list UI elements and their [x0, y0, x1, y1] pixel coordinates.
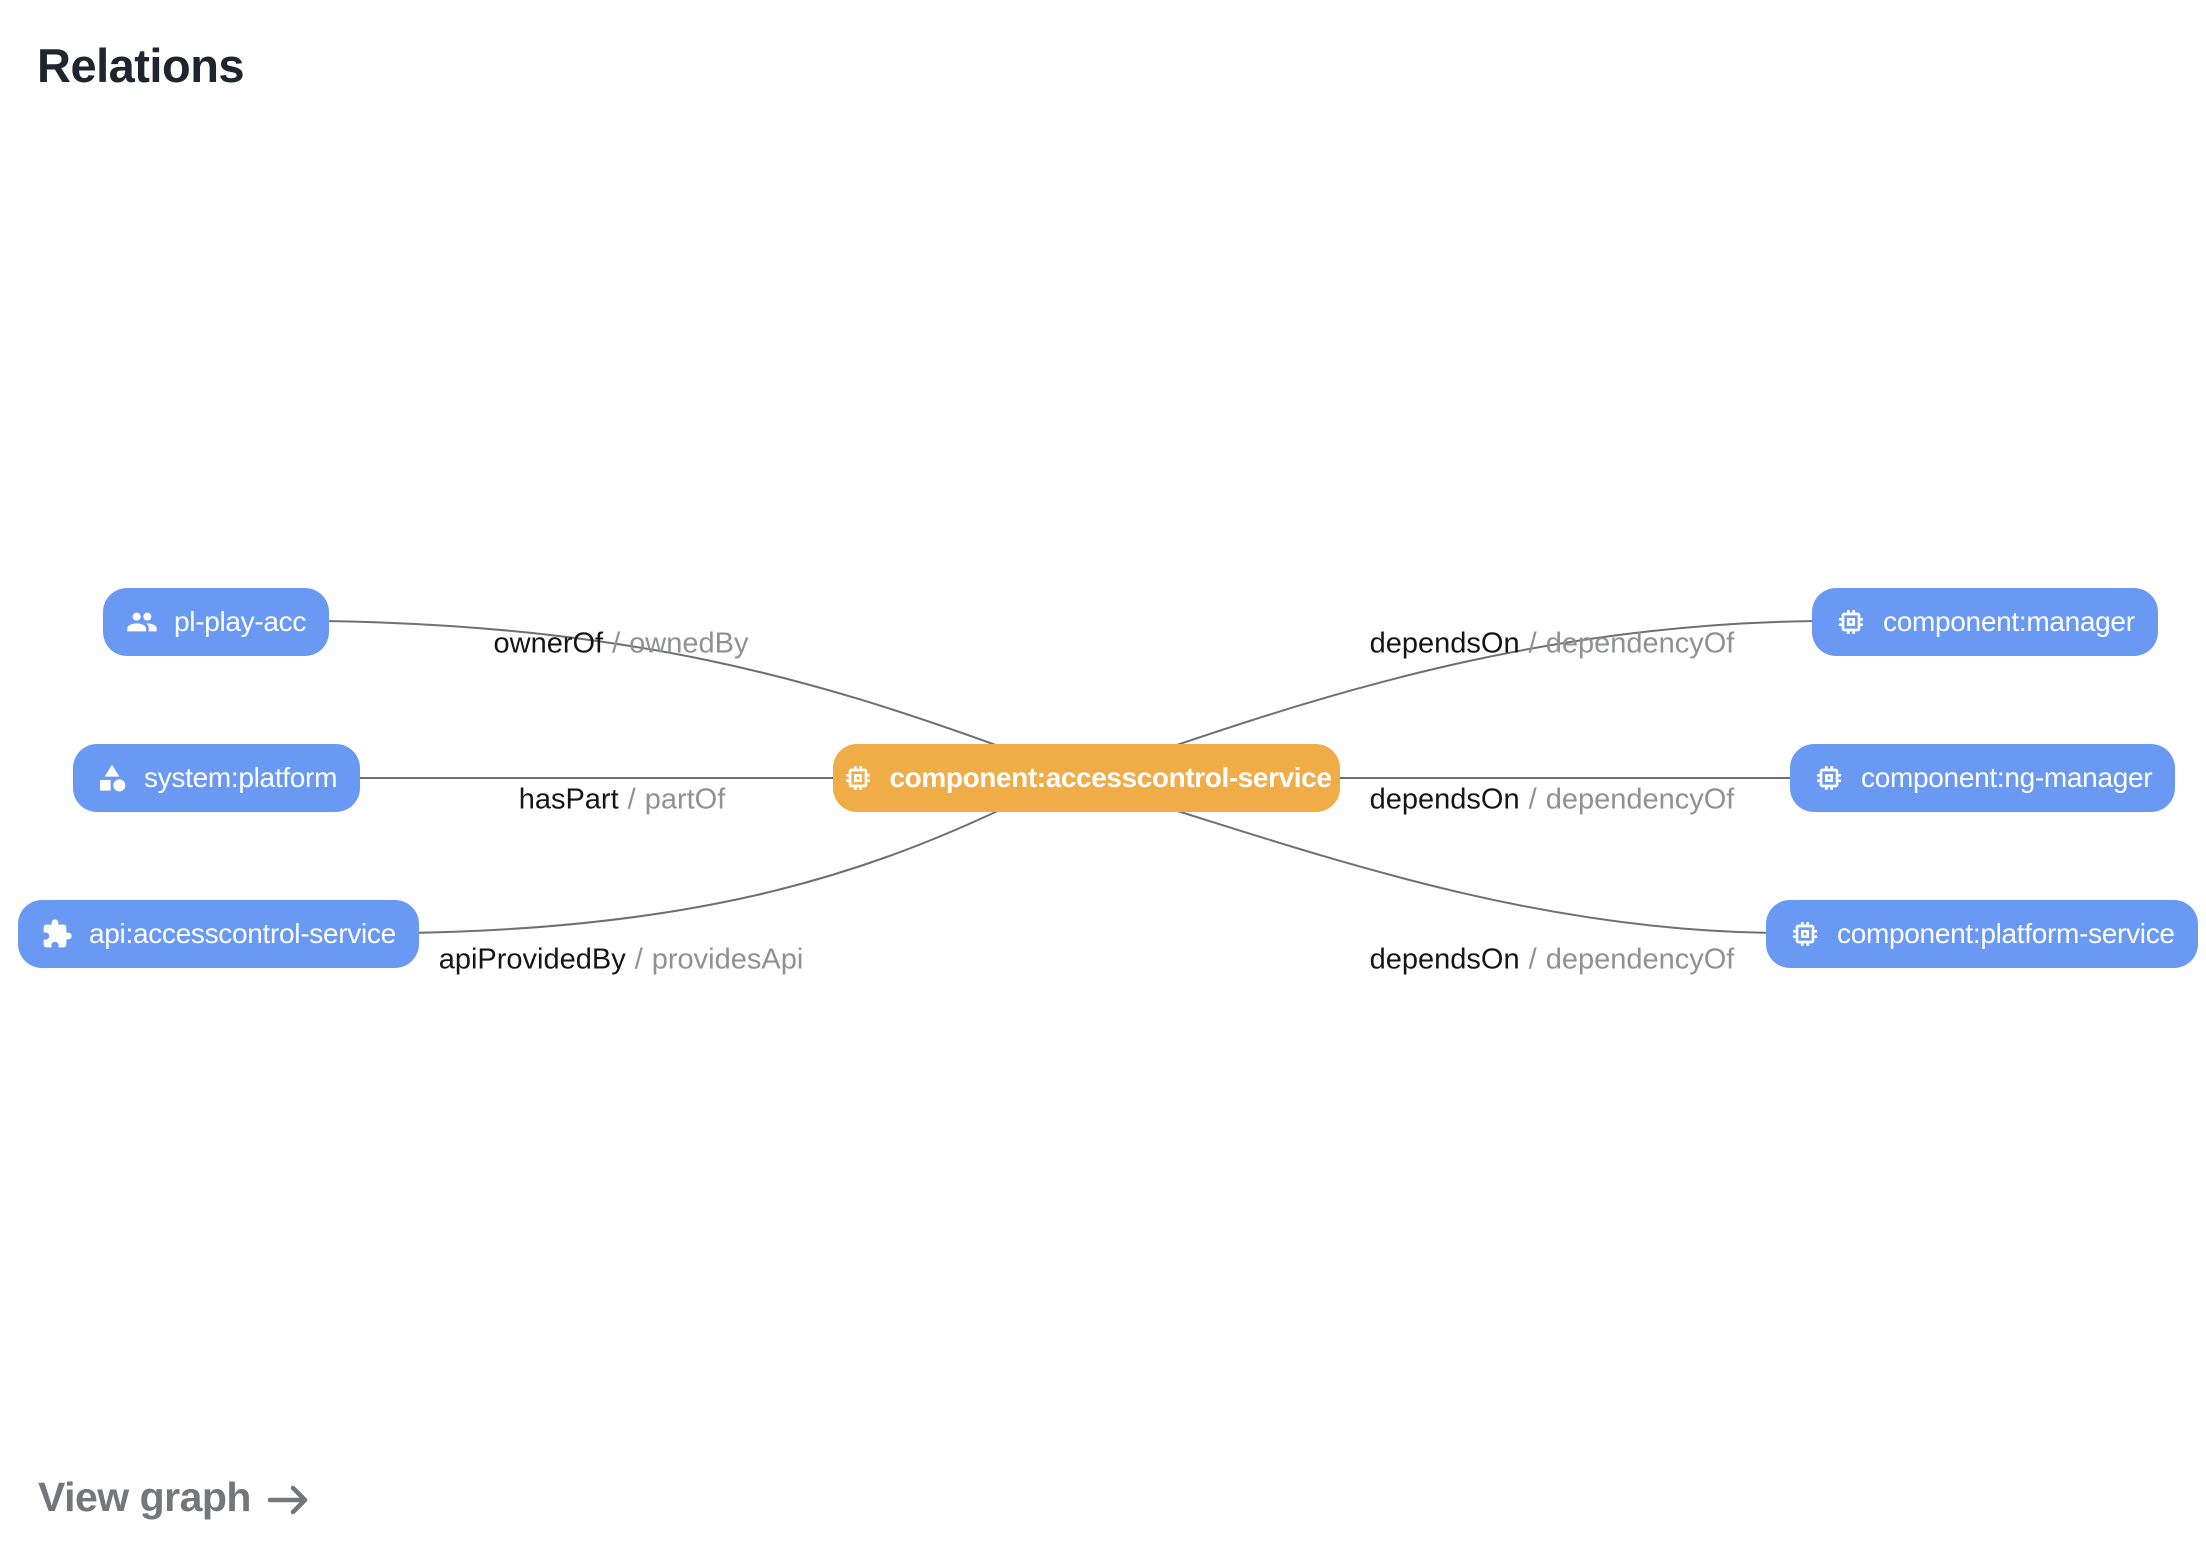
relation-label-separator: / — [634, 943, 643, 976]
relation-label: ownerOf/ownedBy — [494, 628, 749, 661]
relation-label: dependsOn/dependencyOf — [1370, 628, 1735, 661]
relation-edge — [325, 620, 1005, 749]
card-title: Relations — [37, 39, 245, 92]
relation-label-reverse: ownedBy — [629, 627, 749, 660]
chip-icon — [842, 762, 874, 794]
relation-edge — [403, 807, 1005, 934]
view-graph-link[interactable]: View graph — [38, 1474, 311, 1521]
relation-label: apiProvidedBy/providesApi — [439, 944, 804, 977]
relation-label-separator: / — [1528, 627, 1537, 660]
arrow-right-icon — [267, 1483, 311, 1517]
relation-edge — [1167, 620, 1817, 749]
chip-icon — [1789, 918, 1821, 950]
entity-node-component-manager[interactable]: component:manager — [1812, 588, 2158, 656]
relation-label-reverse: dependencyOf — [1545, 783, 1735, 816]
relation-label-reverse: dependencyOf — [1545, 943, 1735, 976]
entity-node-component-platform-service[interactable]: component:platform-service — [1766, 900, 2198, 968]
shapes-icon — [96, 762, 128, 794]
view-graph-label: View graph — [38, 1474, 251, 1520]
relation-label-reverse: partOf — [644, 783, 726, 816]
relation-label-forward: dependsOn — [1369, 943, 1520, 976]
puzzle-icon — [41, 918, 73, 950]
relation-label-separator: / — [627, 783, 636, 816]
entity-node-label: component:manager — [1883, 606, 2135, 637]
relation-label: dependsOn/dependencyOf — [1370, 784, 1735, 817]
relation-label: hasPart/partOf — [519, 784, 726, 817]
relation-label-reverse: providesApi — [651, 943, 804, 976]
relation-edge — [1167, 807, 1773, 934]
entity-node-api-accesscontrol-service[interactable]: api:accesscontrol-service — [18, 900, 419, 968]
entity-node-component-accesscontrol-service[interactable]: component:accesscontrol-service — [833, 744, 1340, 812]
relation-label-forward: dependsOn — [1369, 783, 1520, 816]
entity-node-label: api:accesscontrol-service — [89, 918, 396, 949]
entity-node-label: component:accesscontrol-service — [889, 762, 1332, 793]
relation-label-reverse: dependencyOf — [1545, 627, 1735, 660]
relation-label-separator: / — [1528, 783, 1537, 816]
entity-node-pl-play-acc[interactable]: pl-play-acc — [103, 588, 330, 656]
relation-label-separator: / — [612, 627, 621, 660]
entity-node-system-platform[interactable]: system:platform — [73, 744, 361, 812]
relation-label-forward: apiProvidedBy — [438, 943, 626, 976]
relation-label-separator: / — [1528, 943, 1537, 976]
relation-label: dependsOn/dependencyOf — [1370, 944, 1735, 977]
entity-node-label: component:platform-service — [1837, 918, 2175, 949]
group-icon — [126, 606, 158, 638]
entity-node-label: system:platform — [144, 762, 338, 793]
relation-label-forward: dependsOn — [1369, 627, 1520, 660]
chip-icon — [1813, 762, 1845, 794]
chip-icon — [1835, 606, 1867, 638]
entity-node-component-ng-manager[interactable]: component:ng-manager — [1790, 744, 2176, 812]
entity-node-label: component:ng-manager — [1861, 762, 2153, 793]
relation-label-forward: hasPart — [518, 783, 619, 816]
relation-label-forward: ownerOf — [493, 627, 604, 660]
entity-node-label: pl-play-acc — [174, 606, 307, 637]
